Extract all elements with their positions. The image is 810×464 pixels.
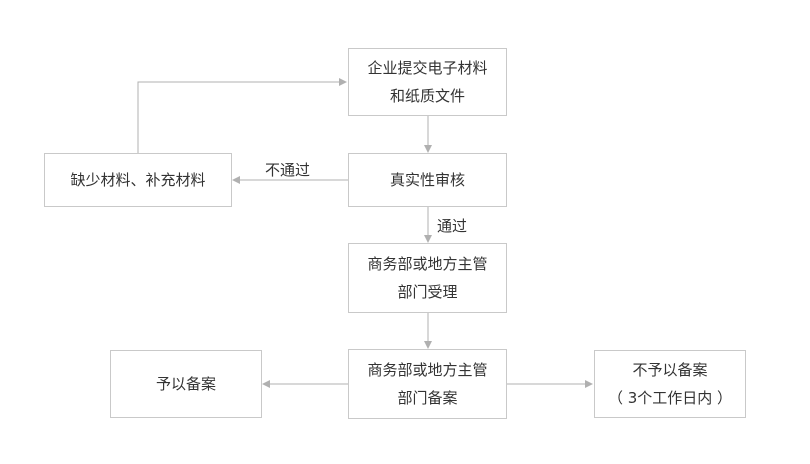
node-record-line2: 部门备案 [397,389,458,407]
node-authenticity-review: 真实性审核 [348,153,507,207]
edge-label-fail: 不通过 [265,161,311,179]
node-department-accept: 商务部或地方主管 部门受理 [348,243,507,313]
node-reject-line1: 不予以备案 [632,361,708,379]
node-reject-line2: （ 3个工作日内 ） [607,389,733,407]
node-supplement-line1: 缺少材料、补充材料 [70,171,206,189]
node-verify-line1: 真实性审核 [389,171,465,189]
node-submit-materials: 企业提交电子材料 和纸质文件 [348,48,507,116]
node-record-line1: 商务部或地方主管 [367,361,488,379]
arrow-supplement-to-submit [137,78,347,153]
edge-label-pass: 通过 [437,217,468,235]
node-approve-line1: 予以备案 [155,375,216,393]
node-reject-record: 不予以备案 （ 3个工作日内 ） [594,350,746,418]
node-accept-line2: 部门受理 [397,283,458,301]
node-department-record: 商务部或地方主管 部门备案 [348,349,507,419]
node-approve-record: 予以备案 [110,350,262,418]
node-submit-line2: 和纸质文件 [389,87,465,105]
node-accept-line1: 商务部或地方主管 [367,255,488,273]
node-submit-line1: 企业提交电子材料 [367,59,488,77]
node-supplement-materials: 缺少材料、补充材料 [44,153,232,207]
